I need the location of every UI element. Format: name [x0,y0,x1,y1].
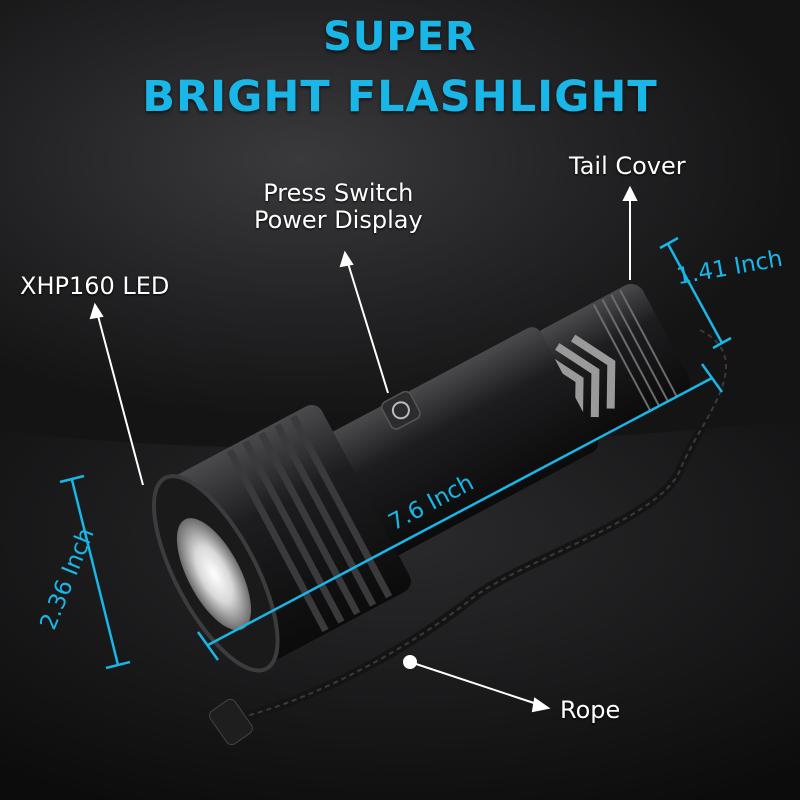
switch-label-line1: Press Switch [263,179,414,207]
tail-dim-tick-a [659,236,679,250]
led-label: XHP160 LED [20,272,170,300]
rope-arrow-line [409,661,541,706]
switch-label-line2: Power Display [254,206,423,234]
flashlight-body [151,284,691,673]
dia-dim-tick-a [59,474,85,484]
title-line-1: SUPER [323,14,477,60]
heat-sink-fins [226,414,393,633]
body-tube [327,327,599,557]
tail-dim-line [666,243,724,344]
tail-arrow-head [622,185,638,201]
dia-dim-tick-b [105,660,131,670]
power-switch[interactable] [380,390,422,432]
callout-arrows [89,185,638,713]
tail-dim-tick-b [712,336,732,350]
tail-grip [592,289,678,411]
switch-arrow-line [346,259,389,394]
length-dim-tick-b [700,363,724,393]
led-lens [176,518,252,631]
rope-texture [229,329,727,721]
power-icon [391,401,410,420]
led-arrow-line [96,311,144,486]
rope-arrow-head [531,697,551,713]
switch-label: Press Switch Power Display [254,180,423,234]
rope-label: Rope [560,696,621,724]
dimension-lines [59,236,732,670]
rope-clasp [209,698,253,746]
rope-arrow-dot [403,655,417,669]
length-dim-tick-a [196,631,220,661]
tail-cover-label: Tail Cover [569,152,686,180]
length-dim-line [207,376,713,647]
switch-arrow-head [339,250,354,268]
led-arrow-head [89,302,104,320]
dia-dim-line [70,479,120,666]
title-line-2: BRIGHT FLASHLIGHT [142,72,658,122]
